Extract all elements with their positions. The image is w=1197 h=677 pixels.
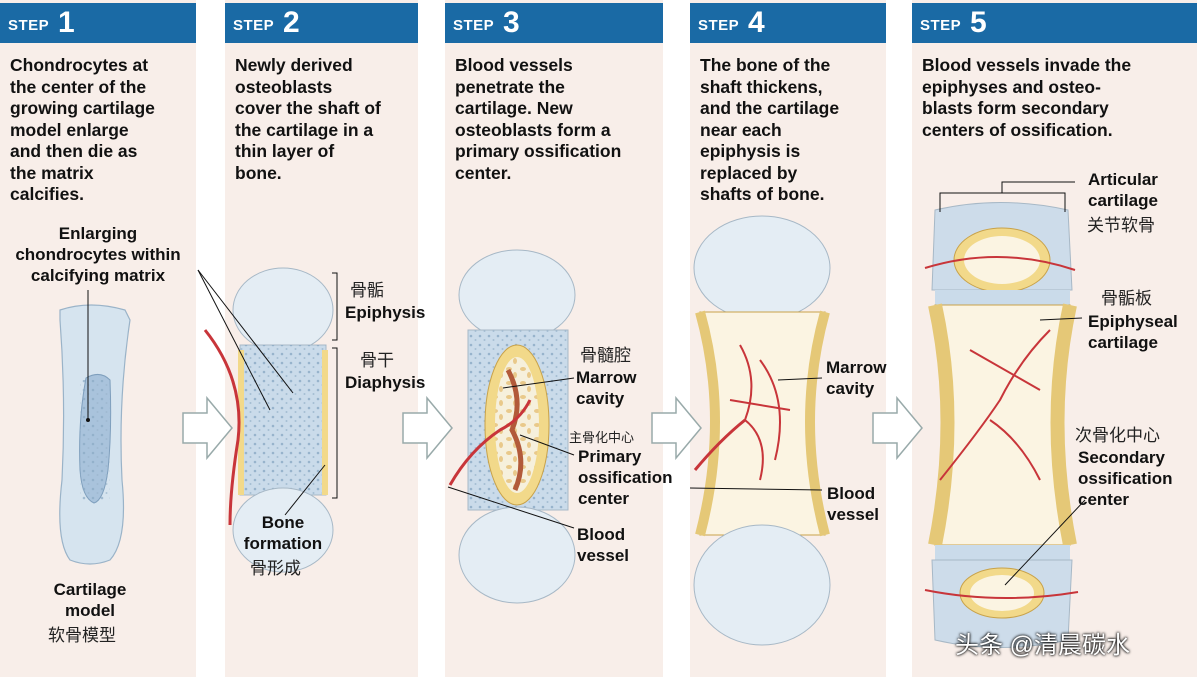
step-number: 1 bbox=[58, 6, 75, 39]
enlarging-chondrocytes-label: Enlarging chondrocytes within calcifying… bbox=[15, 224, 181, 285]
marrow-cavity-label-4: Marrow cavity bbox=[826, 358, 887, 398]
secondary-ossification-label: Secondary ossification center bbox=[1078, 448, 1173, 509]
primary-ossification-cn-label: 主骨化中心 bbox=[569, 430, 635, 445]
step-1-description: Chondrocytes at the center of the growin… bbox=[10, 55, 155, 204]
step-1-panel: STEP 1 Chondrocytes at the center of the… bbox=[0, 0, 196, 677]
step-word: STEP bbox=[8, 17, 50, 34]
epiphyseal-cartilage-label: Epiphyseal cartilage bbox=[1088, 312, 1178, 352]
step-word: STEP bbox=[920, 17, 962, 34]
step-3-header: STEP 3 bbox=[445, 3, 663, 43]
cartilage-model-label: Cartilage model bbox=[53, 580, 127, 620]
secondary-ossification-cn-label: 次骨化中心 bbox=[1075, 426, 1160, 445]
diaphysis-label: Diaphysis bbox=[345, 373, 426, 392]
bone-step-5 bbox=[924, 181, 1086, 648]
step-number: 5 bbox=[970, 6, 987, 39]
step-word: STEP bbox=[453, 17, 495, 34]
marrow-cavity-cn-label: 骨髓腔 bbox=[580, 346, 631, 365]
primary-ossification-label: Primary ossification center bbox=[578, 447, 673, 508]
arrow-1 bbox=[182, 395, 233, 461]
bone-formation-cn-label: 骨形成 bbox=[250, 559, 301, 578]
step-4-header: STEP 4 bbox=[690, 3, 886, 43]
blood-vessel-label-4: Blood vessel bbox=[827, 484, 879, 524]
blood-vessel-label: Blood vessel bbox=[577, 525, 629, 565]
step-number: 2 bbox=[283, 6, 300, 39]
bone-step-2 bbox=[197, 267, 338, 573]
epiphysis-label: Epiphysis bbox=[345, 303, 426, 322]
arrow-2 bbox=[402, 395, 453, 461]
articular-cartilage-cn-label: 关节软骨 bbox=[1087, 216, 1155, 235]
step-number: 4 bbox=[748, 6, 765, 39]
step-1-header: STEP 1 bbox=[0, 3, 196, 43]
step-number: 3 bbox=[503, 6, 520, 39]
step-4-description: The bone of the shaft thickens, and the … bbox=[700, 55, 840, 204]
step-2-header: STEP 2 bbox=[225, 3, 418, 43]
step-word: STEP bbox=[233, 17, 275, 34]
step-5-header: STEP 5 bbox=[912, 3, 1197, 43]
articular-cartilage-label: Articular cartilage bbox=[1088, 170, 1158, 210]
step-3-description: Blood vessels penetrate the cartilage. N… bbox=[455, 55, 622, 183]
epiphysis-cn-label: 骨骺 bbox=[350, 281, 384, 300]
cartilage-model-1 bbox=[59, 290, 131, 565]
marrow-cavity-label: Marrow cavity bbox=[576, 368, 637, 408]
step-word: STEP bbox=[698, 17, 740, 34]
bone-step-3 bbox=[447, 249, 576, 604]
bone-formation-label: Bone formation bbox=[243, 513, 323, 553]
epiphyseal-cartilage-cn-label: 骨骺板 bbox=[1101, 289, 1152, 308]
cartilage-model-cn-label: 软骨模型 bbox=[48, 626, 116, 645]
arrow-3 bbox=[651, 395, 702, 461]
step-5-description: Blood vessels invade the epiphyses and o… bbox=[922, 55, 1132, 140]
arrow-4 bbox=[872, 395, 923, 461]
watermark: 头条 @清晨碳水 bbox=[955, 632, 1131, 659]
diaphysis-cn-label: 骨干 bbox=[360, 351, 394, 370]
bone-step-4 bbox=[689, 215, 831, 646]
step-2-description: Newly derived osteoblasts cover the shaf… bbox=[235, 55, 381, 183]
